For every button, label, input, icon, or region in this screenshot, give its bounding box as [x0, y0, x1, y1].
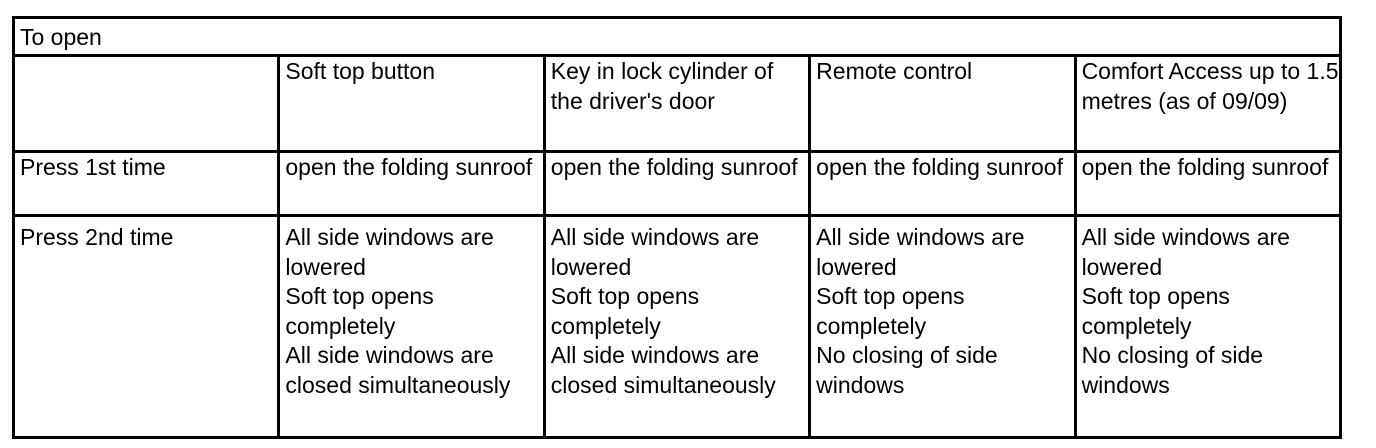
table-cell: All side windows are lowered Soft top op… — [542, 214, 812, 439]
cell-line: open the folding sunroof — [550, 154, 798, 180]
table-cell: open the folding sunroof — [1073, 150, 1343, 217]
cell-line: Soft top opens completely — [816, 283, 965, 339]
table-cell: open the folding sunroof — [277, 150, 546, 217]
cell-line: Soft top opens completely — [550, 283, 700, 339]
header-soft-top-button: Soft top button — [277, 54, 546, 153]
cell-line: open the folding sunroof — [1081, 154, 1329, 180]
cell-line: All side windows are closed simultaneous… — [550, 342, 776, 398]
cell-line: No closing of side windows — [1081, 342, 1264, 398]
row-label-press-2nd-time: Press 2nd time — [11, 214, 281, 439]
table-cell: All side windows are lowered Soft top op… — [1073, 214, 1343, 439]
cell-line: All side windows are closed simultaneous… — [285, 342, 511, 398]
table-row: Press 2nd time All side windows are lowe… — [11, 214, 1343, 439]
table-cell: open the folding sunroof — [808, 150, 1077, 217]
cell-line: All side windows are lowered — [285, 224, 494, 280]
cell-line: Soft top opens completely — [285, 283, 434, 339]
cell-line: All side windows are lowered — [816, 224, 1025, 280]
table-cell: open the folding sunroof — [542, 150, 812, 217]
cell-line: All side windows are lowered — [1081, 224, 1290, 280]
cell-line: open the folding sunroof — [816, 154, 1063, 180]
header-remote-control: Remote control — [808, 54, 1077, 153]
cell-line: All side windows are lowered — [550, 224, 760, 280]
table-title: To open — [12, 16, 1342, 57]
table-cell: All side windows are lowered Soft top op… — [277, 214, 546, 439]
cell-line: open the folding sunroof — [285, 154, 533, 180]
cell-line: No closing of side windows — [816, 342, 998, 398]
row-label-press-1st-time: Press 1st time — [11, 150, 281, 217]
header-comfort-access: Comfort Access up to 1.5 metres (as of 0… — [1073, 54, 1343, 153]
cell-line: Soft top opens completely — [1081, 283, 1230, 339]
header-empty-cell — [11, 54, 281, 153]
table-title-row: To open — [12, 16, 1342, 57]
soft-top-operation-table: To open Soft top button Key in lock cyli… — [11, 16, 1343, 439]
table-row: Press 1st time open the folding sunroof … — [11, 150, 1343, 217]
header-key-in-lock-cylinder: Key in lock cylinder of the driver's doo… — [542, 54, 812, 153]
table-cell: All side windows are lowered Soft top op… — [808, 214, 1077, 439]
table-header-row: Soft top button Key in lock cylinder of … — [11, 54, 1343, 153]
